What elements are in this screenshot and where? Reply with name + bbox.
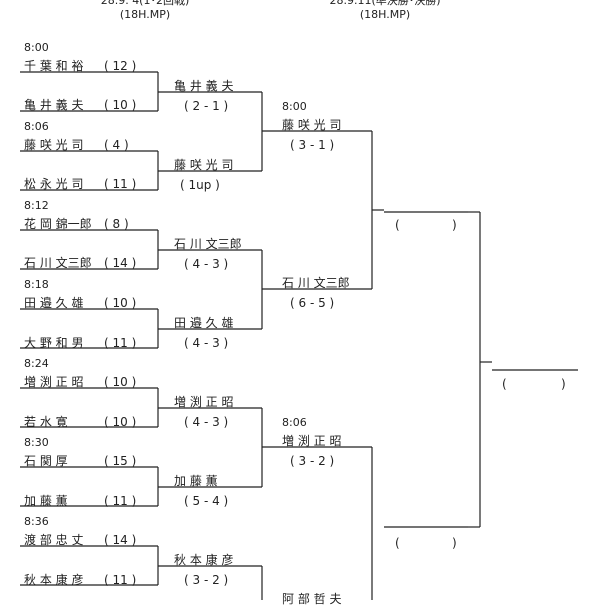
player-seed: ( 11 ) — [104, 177, 137, 191]
round2-score: ( 2 - 1 ) — [184, 99, 229, 113]
player-seed: ( 14 ) — [104, 533, 137, 547]
round2-score: ( 4 - 3 ) — [184, 257, 229, 271]
player-name: 亀 井 義 夫 — [24, 98, 84, 112]
round3-winner-name: 藤 咲 光 司 — [282, 118, 342, 132]
round3-winner-name: 増 渕 正 昭 — [282, 434, 342, 448]
player-seed: ( 15 ) — [104, 454, 137, 468]
final-score-close: ) — [561, 377, 566, 391]
player-name: 藤 咲 光 司 — [24, 138, 84, 152]
player-name: 加 藤 薫 — [24, 494, 68, 508]
round2-score: ( 5 - 4 ) — [184, 494, 229, 508]
player-seed: ( 12 ) — [104, 59, 137, 73]
match-time: 8:00 — [282, 100, 307, 113]
player-seed: ( 10 ) — [104, 415, 137, 429]
round1-date-header: 28.9. 4(1･2回戦) — [100, 0, 190, 7]
player-seed: ( 11 ) — [104, 494, 137, 508]
player-seed: ( 11 ) — [104, 336, 137, 350]
semifinal-score-open: ( — [395, 218, 400, 232]
match-time: 8:06 — [282, 416, 307, 429]
player-name: 秋 本 康 彦 — [24, 573, 84, 587]
player-name: 大 野 和 男 — [24, 336, 84, 350]
match-time: 8:12 — [24, 199, 49, 212]
round2-score: ( 4 - 3 ) — [184, 415, 229, 429]
semifinal-score-close: ) — [452, 536, 457, 550]
player-name: 石 関 厚 — [24, 454, 68, 468]
player-name: 田 邉 久 雄 — [24, 296, 84, 310]
round2-winner-name: 亀 井 義 夫 — [174, 79, 234, 93]
player-name: 石 川 文三郎 — [24, 256, 92, 270]
player-seed: ( 10 ) — [104, 296, 137, 310]
player-name: 増 渕 正 昭 — [24, 375, 84, 389]
round1-format-header: (18H.MP) — [119, 8, 171, 21]
player-seed: ( 8 ) — [104, 217, 129, 231]
player-seed: ( 14 ) — [104, 256, 137, 270]
player-seed: ( 10 ) — [104, 98, 137, 112]
round2-winner-name: 藤 咲 光 司 — [174, 158, 234, 172]
semifinal-score-close: ) — [452, 218, 457, 232]
round2-winner-name: 加 藤 薫 — [174, 474, 218, 488]
round3-winner-name: 石 川 文三郎 — [282, 276, 350, 290]
match-time: 8:30 — [24, 436, 49, 449]
round2-format-header: (18H.MP) — [359, 8, 411, 21]
match-time: 8:24 — [24, 357, 49, 370]
match-time: 8:06 — [24, 120, 49, 133]
round2-score: ( 4 - 3 ) — [184, 336, 229, 350]
player-name: 渡 部 忠 丈 — [24, 533, 84, 547]
player-name: 松 永 光 司 — [24, 177, 84, 191]
round3-score: ( 3 - 2 ) — [290, 454, 335, 468]
player-name: 花 岡 錦一郎 — [24, 217, 92, 231]
round3-winner-name: 阿 部 哲 夫 — [282, 592, 342, 606]
match-time: 8:00 — [24, 41, 49, 54]
round3-score: ( 3 - 1 ) — [290, 138, 335, 152]
player-seed: ( 10 ) — [104, 375, 137, 389]
round2-winner-name: 田 邉 久 雄 — [174, 316, 234, 330]
round2-date-header: 28.9.11(準決勝･決勝) — [329, 0, 441, 7]
round2-score: ( 1up ) — [180, 178, 220, 192]
match-time: 8:18 — [24, 278, 49, 291]
match-time: 8:36 — [24, 515, 49, 528]
semifinal-score-open: ( — [395, 536, 400, 550]
round2-winner-name: 秋 本 康 彦 — [174, 553, 234, 567]
round2-winner-name: 石 川 文三郎 — [174, 237, 242, 251]
round2-winner-name: 増 渕 正 昭 — [174, 395, 234, 409]
player-seed: ( 4 ) — [104, 138, 129, 152]
player-name: 若 水 寛 — [24, 415, 68, 429]
player-name: 千 葉 和 裕 — [24, 59, 84, 73]
final-score-open: ( — [502, 377, 507, 391]
round2-score: ( 3 - 2 ) — [184, 573, 229, 587]
round3-score: ( 6 - 5 ) — [290, 296, 335, 310]
player-seed: ( 11 ) — [104, 573, 137, 587]
